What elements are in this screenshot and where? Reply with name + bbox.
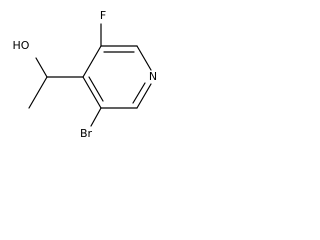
bond-n-c2-double — [132, 82, 146, 104]
bond-c6-n — [136, 45, 152, 71]
bond-c4-c5 — [82, 45, 102, 78]
bond-c3-br — [90, 107, 102, 127]
atom-label-hydroxyl: HO — [13, 39, 30, 52]
bond-c3-c4-double — [88, 76, 104, 102]
atom-label-nitrogen: N — [149, 70, 157, 83]
bond-n-c2 — [136, 83, 152, 109]
bond-ch-oh — [35, 57, 48, 78]
atom-label-bromine: Br — [80, 127, 93, 140]
molecule-structure-diagram: F N Br HO — [13, 9, 158, 140]
bond-c3-c4 — [82, 76, 102, 109]
bond-ch-ch3 — [28, 76, 48, 109]
atom-label-fluorine: F — [100, 9, 106, 22]
